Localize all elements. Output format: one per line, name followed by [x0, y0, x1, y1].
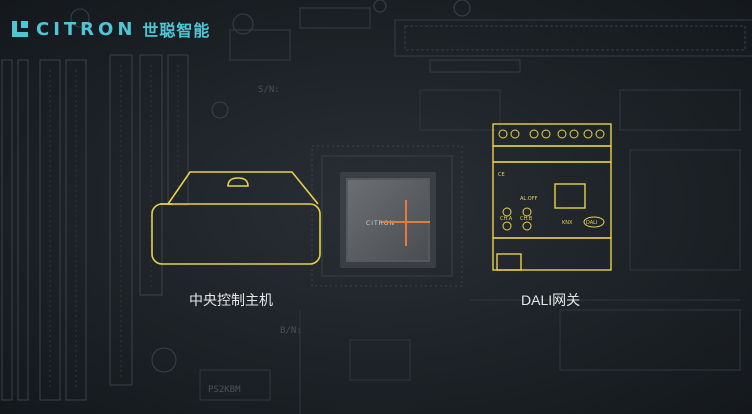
brand-name-en: CITRON — [36, 18, 137, 40]
din-rail-gateway-icon — [492, 123, 612, 271]
controller-caption: 中央控制主机 — [189, 292, 273, 308]
brand-name-cn: 世聪智能 — [142, 21, 211, 40]
silk-sn-top: S/N: — [258, 85, 280, 95]
gateway-knx-label: KNX — [562, 220, 573, 226]
gateway-caption: DALI网关 — [521, 292, 581, 308]
board-silkscreen-text: S/N: B/N: PS2KBM — [208, 85, 302, 395]
silk-ps2: PS2KBM — [208, 385, 241, 395]
controller-outline-icon — [151, 171, 321, 265]
crosshair-icon — [382, 200, 430, 246]
brand-logo: CITRON 世聪智能 — [10, 16, 210, 42]
gateway-labels: CE AL.OFF CH.A CH.B KNX DALI — [498, 172, 597, 226]
silk-sn-bottom: B/N: — [280, 326, 302, 336]
board-cpu-socket-frame — [311, 145, 463, 287]
gateway-chb-label: CH.B — [520, 216, 533, 222]
board-capacitors — [70, 0, 471, 373]
gateway-ce-label: CE — [498, 172, 505, 178]
board-top-connectors — [229, 7, 752, 73]
board-right-traces — [199, 89, 741, 414]
gateway-terminals — [498, 129, 605, 231]
citron-logo-icon — [12, 21, 28, 37]
gateway-dali-label: DALI — [586, 220, 597, 226]
gateway-cha-label: CH.A — [500, 216, 513, 222]
svg-text:CITRON: CITRON — [366, 220, 395, 227]
board-slot-pins — [49, 65, 179, 390]
cpu-chip: CITRON — [340, 172, 436, 268]
board-dimm-slots — [1, 54, 189, 401]
gateway-aloff-label: AL.OFF — [520, 196, 538, 202]
